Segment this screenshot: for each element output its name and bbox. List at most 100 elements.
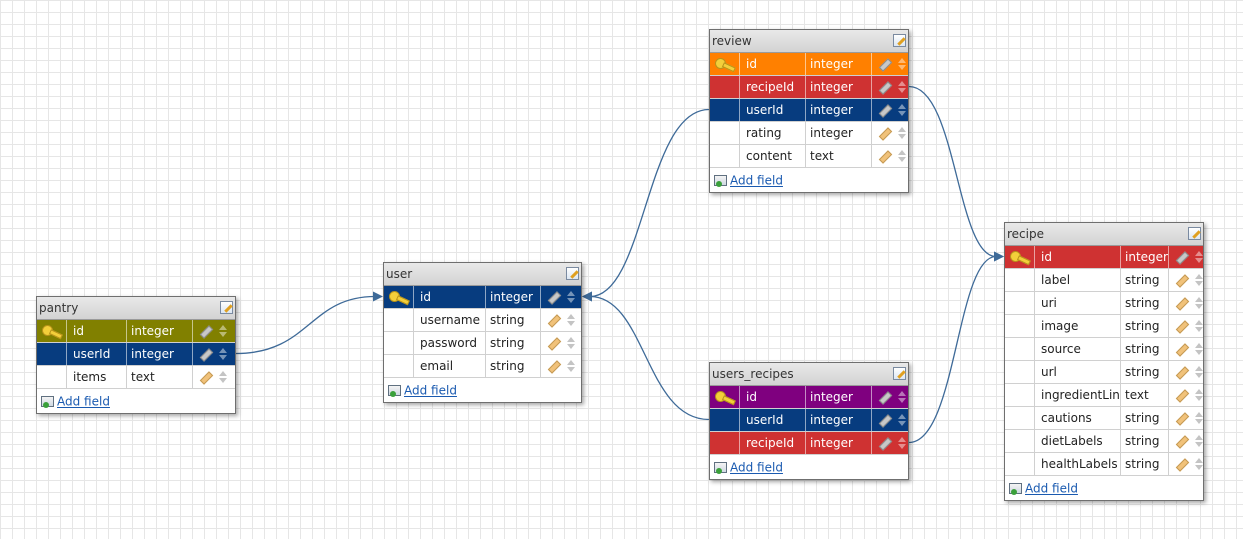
sort-arrows-icon[interactable] <box>898 57 906 71</box>
pencil-icon[interactable] <box>1175 366 1189 378</box>
pencil-icon[interactable] <box>1175 320 1189 332</box>
add-field-link[interactable]: Add field <box>404 383 457 398</box>
sort-arrows-icon[interactable] <box>1195 411 1203 425</box>
pencil-icon[interactable] <box>1175 274 1189 286</box>
pencil-icon[interactable] <box>547 314 561 326</box>
table-title[interactable]: users_recipes <box>710 363 908 386</box>
sort-arrows-icon[interactable] <box>898 126 906 140</box>
add-field-icon[interactable] <box>714 175 727 187</box>
sort-arrows-icon[interactable] <box>1195 319 1203 333</box>
pencil-icon[interactable] <box>878 391 892 403</box>
add-field-link[interactable]: Add field <box>57 394 110 409</box>
sort-arrows-icon[interactable] <box>898 436 906 450</box>
sort-arrows-icon[interactable] <box>219 324 227 338</box>
add-field-link[interactable]: Add field <box>730 460 783 475</box>
table-title[interactable]: review <box>710 30 908 53</box>
edit-table-icon[interactable] <box>566 267 579 280</box>
pencil-icon[interactable] <box>547 291 561 303</box>
sort-arrows-icon[interactable] <box>567 290 575 304</box>
edit-table-icon[interactable] <box>893 367 906 380</box>
sort-arrows-icon[interactable] <box>1195 250 1203 264</box>
pencil-icon[interactable] <box>199 348 213 360</box>
add-field-link[interactable]: Add field <box>730 173 783 188</box>
pencil-icon[interactable] <box>547 337 561 349</box>
sort-arrows-icon[interactable] <box>898 390 906 404</box>
pencil-icon[interactable] <box>1175 343 1189 355</box>
sort-arrows-icon[interactable] <box>1195 296 1203 310</box>
field-row[interactable]: ingredientLinestext <box>1005 384 1203 407</box>
edit-table-icon[interactable] <box>893 34 906 47</box>
sort-arrows-icon[interactable] <box>898 80 906 94</box>
pencil-icon[interactable] <box>547 360 561 372</box>
sort-arrows-icon[interactable] <box>898 149 906 163</box>
table-title[interactable]: recipe <box>1005 223 1203 246</box>
table-title[interactable]: user <box>384 263 581 286</box>
sort-arrows-icon[interactable] <box>1195 342 1203 356</box>
sort-arrows-icon[interactable] <box>567 313 575 327</box>
add-field-icon[interactable] <box>714 462 727 474</box>
sort-arrows-icon[interactable] <box>898 413 906 427</box>
pencil-icon[interactable] <box>199 371 213 383</box>
edit-table-icon[interactable] <box>1188 227 1201 240</box>
sort-arrows-icon[interactable] <box>1195 365 1203 379</box>
sort-arrows-icon[interactable] <box>219 370 227 384</box>
pencil-icon[interactable] <box>199 325 213 337</box>
sort-arrows-icon[interactable] <box>1195 388 1203 402</box>
pencil-icon[interactable] <box>1175 297 1189 309</box>
sort-arrows-icon[interactable] <box>567 359 575 373</box>
add-field-icon[interactable] <box>41 396 54 408</box>
pencil-icon[interactable] <box>1175 458 1189 470</box>
pencil-icon[interactable] <box>878 414 892 426</box>
sort-arrows-icon[interactable] <box>219 347 227 361</box>
pencil-icon[interactable] <box>878 150 892 162</box>
pencil-icon[interactable] <box>878 127 892 139</box>
add-field-icon[interactable] <box>388 385 401 397</box>
pencil-icon[interactable] <box>1175 389 1189 401</box>
table-title[interactable]: pantry <box>37 297 235 320</box>
pencil-icon[interactable] <box>1175 251 1189 263</box>
pencil-icon[interactable] <box>1175 435 1189 447</box>
add-field-link[interactable]: Add field <box>1025 481 1078 496</box>
sort-arrows-icon[interactable] <box>1195 273 1203 287</box>
pencil-icon[interactable] <box>1175 412 1189 424</box>
pencil-icon[interactable] <box>878 58 892 70</box>
add-field-icon[interactable] <box>1009 483 1022 495</box>
sort-arrows-icon[interactable] <box>898 103 906 117</box>
sort-arrows-icon[interactable] <box>1195 457 1203 471</box>
sort-arrows-icon[interactable] <box>1195 434 1203 448</box>
pencil-icon[interactable] <box>878 81 892 93</box>
sort-arrows-icon[interactable] <box>567 336 575 350</box>
pencil-icon[interactable] <box>878 104 892 116</box>
pencil-icon[interactable] <box>878 437 892 449</box>
edit-table-icon[interactable] <box>220 301 233 314</box>
